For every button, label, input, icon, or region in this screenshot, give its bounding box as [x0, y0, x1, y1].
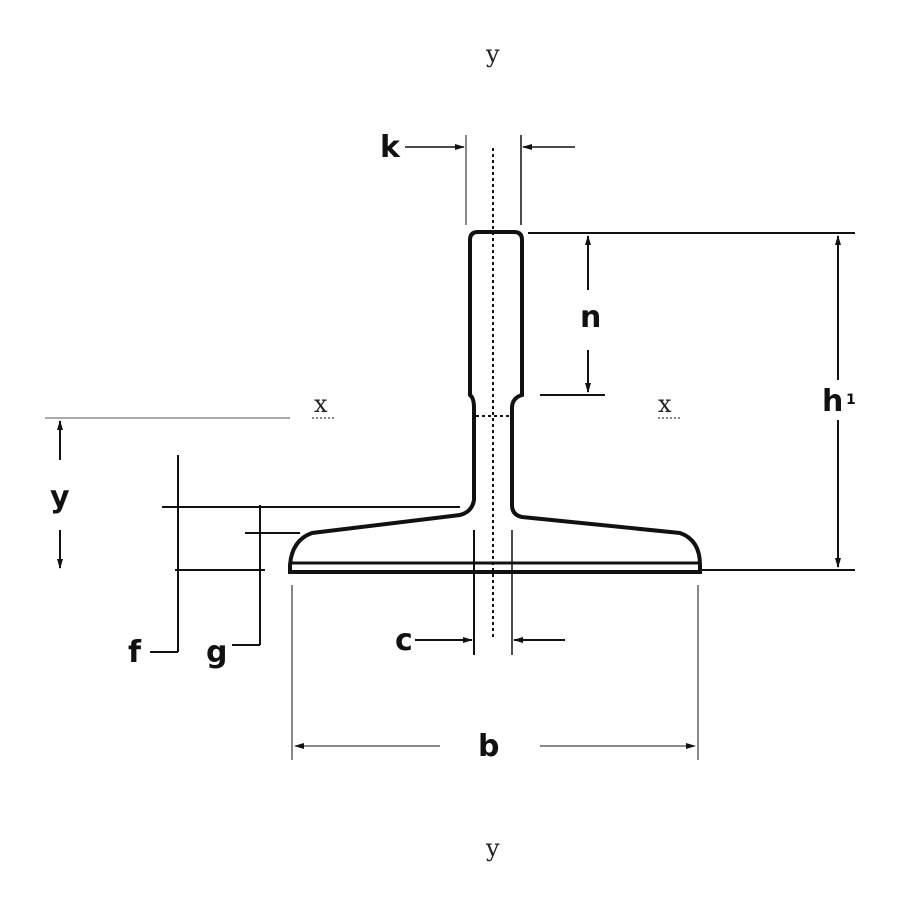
- label-n: n: [580, 300, 601, 335]
- dimension-n: [528, 232, 855, 396]
- label-b: b: [478, 729, 499, 764]
- y-axis-label-bottom: y: [485, 834, 500, 862]
- label-y: y: [50, 480, 70, 515]
- t-profile-outline: [288, 230, 702, 574]
- x-axis-label-right: x: [658, 390, 672, 418]
- dimension-k: [405, 135, 575, 225]
- label-g: g: [206, 635, 227, 670]
- label-h: h: [822, 384, 843, 419]
- label-f: f: [128, 635, 142, 670]
- dimension-g: [232, 505, 300, 646]
- label-k: k: [380, 130, 401, 165]
- dimension-b: [291, 585, 699, 760]
- x-axis-label-left: x: [314, 390, 328, 418]
- dimension-c: [415, 530, 565, 655]
- label-c: c: [395, 623, 413, 658]
- dimension-h1: [700, 235, 855, 571]
- label-h-subscript: 1: [846, 392, 856, 408]
- y-axis-label-top: y: [485, 40, 500, 68]
- dimension-f: [150, 455, 460, 653]
